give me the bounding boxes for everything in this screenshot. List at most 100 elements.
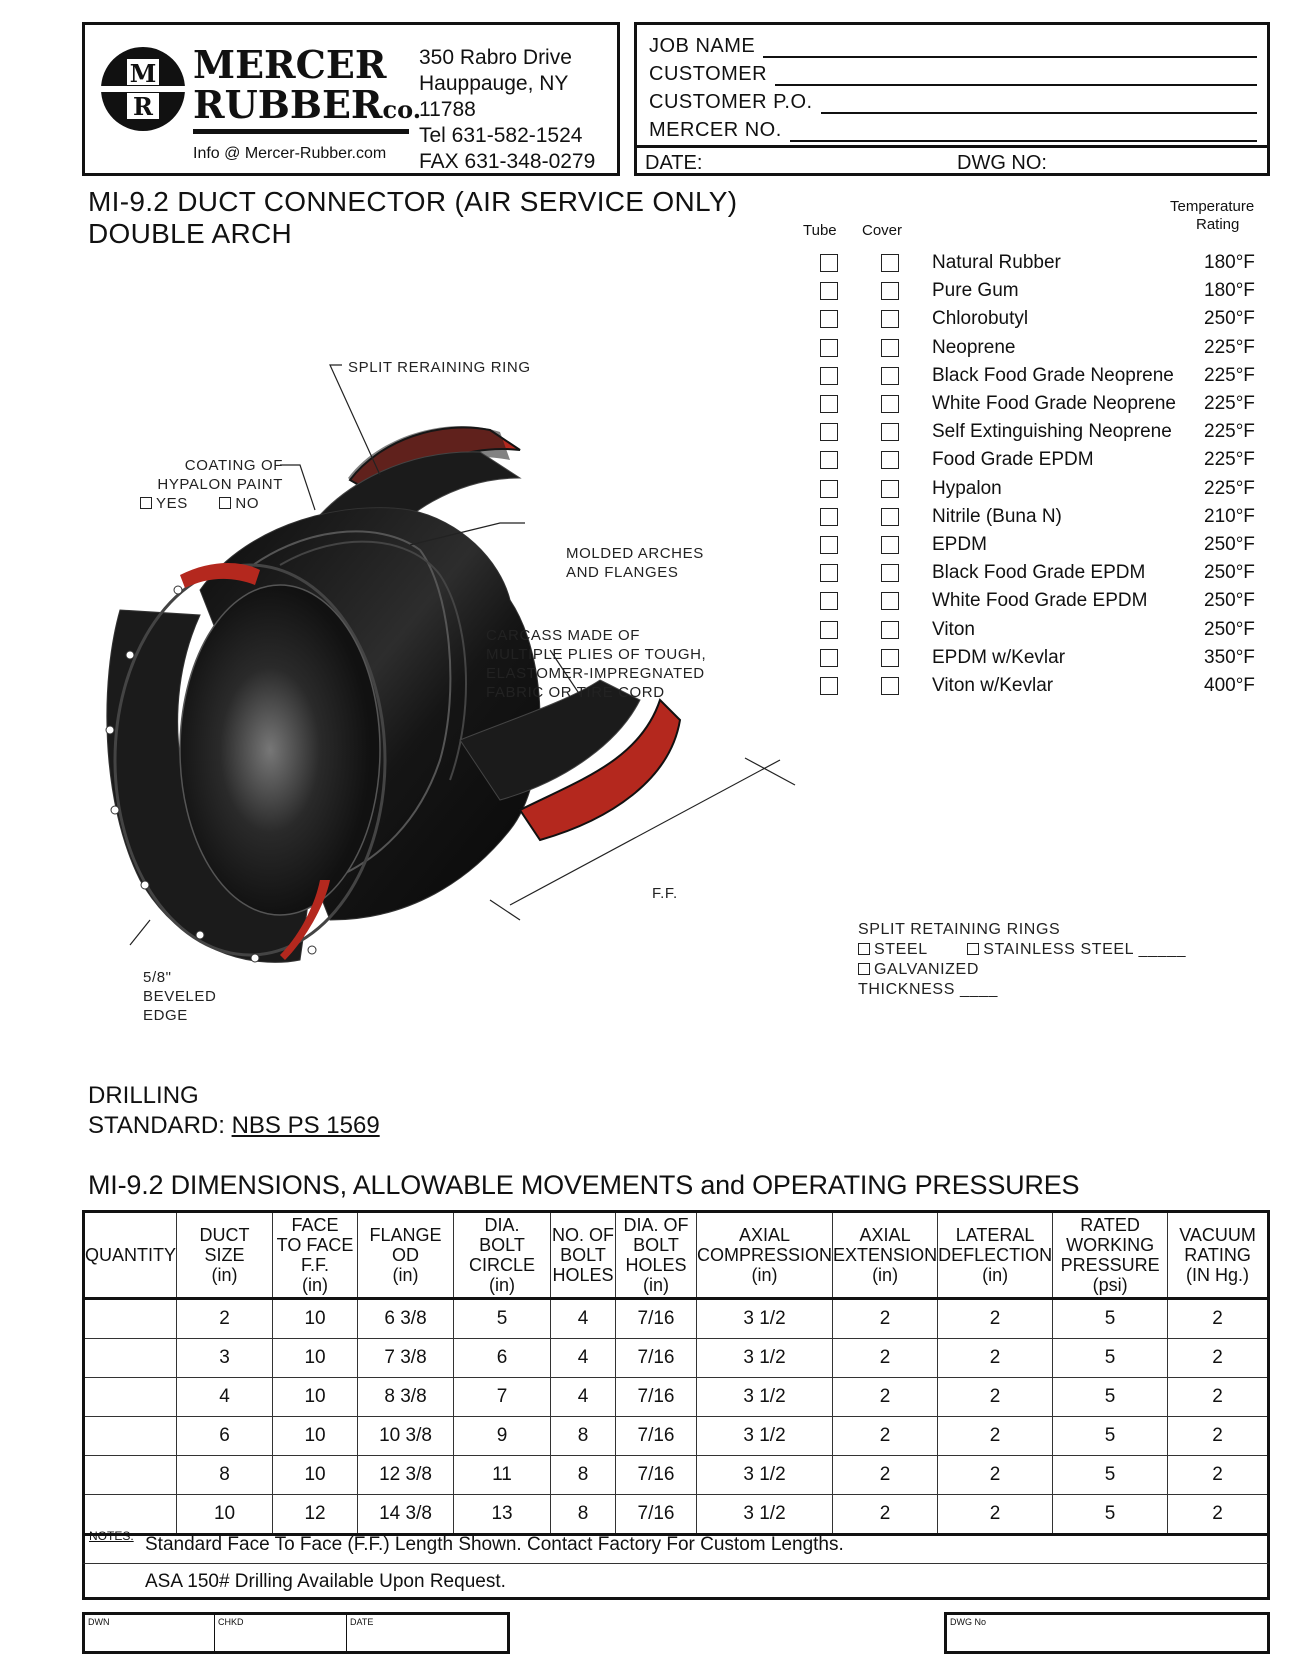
cover-checkbox[interactable] (881, 564, 899, 582)
material-name: White Food Grade Neoprene (932, 393, 1176, 414)
drilling-standard-value: NBS PS 1569 (231, 1112, 380, 1139)
header-line: COMPRESSION (697, 1245, 833, 1265)
tube-checkbox[interactable] (820, 621, 838, 639)
cover-checkbox[interactable] (881, 508, 899, 526)
galvanized-checkbox[interactable] (858, 963, 870, 975)
cover-checkbox[interactable] (881, 339, 899, 357)
customer-field[interactable] (775, 64, 1257, 86)
table-header-cell: QUANTITY (83, 1211, 178, 1300)
cover-checkbox[interactable] (881, 367, 899, 385)
table-cell: 4 (176, 1377, 274, 1417)
tube-checkbox[interactable] (820, 480, 838, 498)
mercer-no-field[interactable] (789, 120, 1257, 142)
table-cell: 2 (1167, 1455, 1269, 1495)
header-line: (in) (643, 1275, 670, 1295)
steel-checkbox[interactable] (858, 943, 870, 955)
table-cell: 4 (550, 1298, 617, 1339)
cover-checkbox[interactable] (881, 677, 899, 695)
molded-line2: AND FLANGES (566, 564, 679, 581)
table-cell: 3 1/2 (696, 1416, 834, 1456)
table-cell: 8 (550, 1455, 617, 1495)
table-cell: 2 (832, 1455, 939, 1495)
page-title: MI-9.2 DUCT CONNECTOR (AIR SERVICE ONLY) (88, 186, 738, 217)
cover-checkbox[interactable] (881, 621, 899, 639)
table-cell: 5 (1052, 1494, 1169, 1535)
tube-checkbox[interactable] (820, 677, 838, 695)
logo-letter-m: M (130, 59, 157, 88)
dwn-cell[interactable]: DWN (85, 1615, 215, 1651)
header-line: AXIAL (739, 1225, 791, 1245)
material-temperature: 225°F (1204, 478, 1255, 499)
table-cell: 5 (1052, 1416, 1169, 1456)
quantity-cell[interactable] (83, 1455, 178, 1495)
material-temperature: 180°F (1204, 252, 1255, 273)
table-cell: 2 (832, 1416, 939, 1456)
date-cell[interactable]: DATE (347, 1615, 507, 1651)
cover-checkbox[interactable] (881, 592, 899, 610)
company-name-rubber: RUBBER (193, 82, 383, 127)
note-row-1: NOTES: Standard Face To Face (F.F.) Leng… (82, 1526, 1270, 1564)
tube-checkbox[interactable] (820, 339, 838, 357)
dwg-no-cell[interactable]: DWG No (947, 1615, 1267, 1651)
address-city: Hauppauge, NY 11788 (419, 72, 569, 121)
cover-checkbox[interactable] (881, 451, 899, 469)
tube-checkbox[interactable] (820, 649, 838, 667)
tube-checkbox[interactable] (820, 451, 838, 469)
date-label: DATE: (645, 152, 703, 174)
table-cell: 3 1/2 (696, 1455, 834, 1495)
table-cell: 7/16 (615, 1338, 698, 1378)
tube-checkbox[interactable] (820, 564, 838, 582)
cover-checkbox[interactable] (881, 480, 899, 498)
quantity-cell[interactable] (83, 1298, 178, 1339)
quantity-cell[interactable] (83, 1338, 178, 1378)
table-cell: 2 (1167, 1416, 1269, 1456)
header-line: (in) (211, 1265, 238, 1285)
material-name: Pure Gum (932, 280, 1019, 301)
tube-checkbox[interactable] (820, 536, 838, 554)
cover-checkbox[interactable] (881, 254, 899, 272)
table-cell: 7/16 (615, 1416, 698, 1456)
material-temperature: 225°F (1204, 421, 1255, 442)
quantity-cell[interactable] (83, 1494, 178, 1535)
job-info-box: JOB NAME CUSTOMER CUSTOMER P.O. MERCER N… (634, 22, 1270, 176)
customer-po-field[interactable] (820, 92, 1257, 114)
cover-checkbox[interactable] (881, 536, 899, 554)
cover-checkbox[interactable] (881, 282, 899, 300)
header-line: (in) (392, 1265, 419, 1285)
header-line: BOLT (560, 1245, 606, 1265)
header-line: HOLES (552, 1265, 614, 1285)
cover-checkbox[interactable] (881, 395, 899, 413)
table-cell: 6 (176, 1416, 274, 1456)
job-name-field[interactable] (763, 36, 1257, 58)
quantity-cell[interactable] (83, 1377, 178, 1417)
tube-checkbox[interactable] (820, 423, 838, 441)
table-cell: 3 1/2 (696, 1377, 834, 1417)
chkd-cell[interactable]: CHKD (215, 1615, 347, 1651)
front-flange (106, 609, 311, 963)
table-cell: 3 1/2 (696, 1494, 834, 1535)
table-cell: 3 (176, 1338, 274, 1378)
tube-checkbox[interactable] (820, 508, 838, 526)
tube-checkbox[interactable] (820, 395, 838, 413)
quantity-cell[interactable] (83, 1416, 178, 1456)
tube-checkbox[interactable] (820, 282, 838, 300)
table-cell: 8 (550, 1494, 617, 1535)
cover-checkbox[interactable] (881, 649, 899, 667)
dwg-no-footer-label: DWG No (950, 1617, 986, 1627)
date-footer-label: DATE (350, 1617, 374, 1627)
tube-checkbox[interactable] (820, 592, 838, 610)
cover-checkbox[interactable] (881, 310, 899, 328)
tube-checkbox[interactable] (820, 254, 838, 272)
cover-checkbox[interactable] (881, 423, 899, 441)
coating-yes-checkbox[interactable] (140, 497, 152, 509)
tube-checkbox[interactable] (820, 310, 838, 328)
galvanized-label: GALVANIZED (874, 961, 979, 978)
tube-checkbox[interactable] (820, 367, 838, 385)
stainless-steel-checkbox[interactable] (967, 943, 980, 955)
coating-no-checkbox[interactable] (219, 497, 232, 509)
header-line: (in) (489, 1275, 516, 1295)
